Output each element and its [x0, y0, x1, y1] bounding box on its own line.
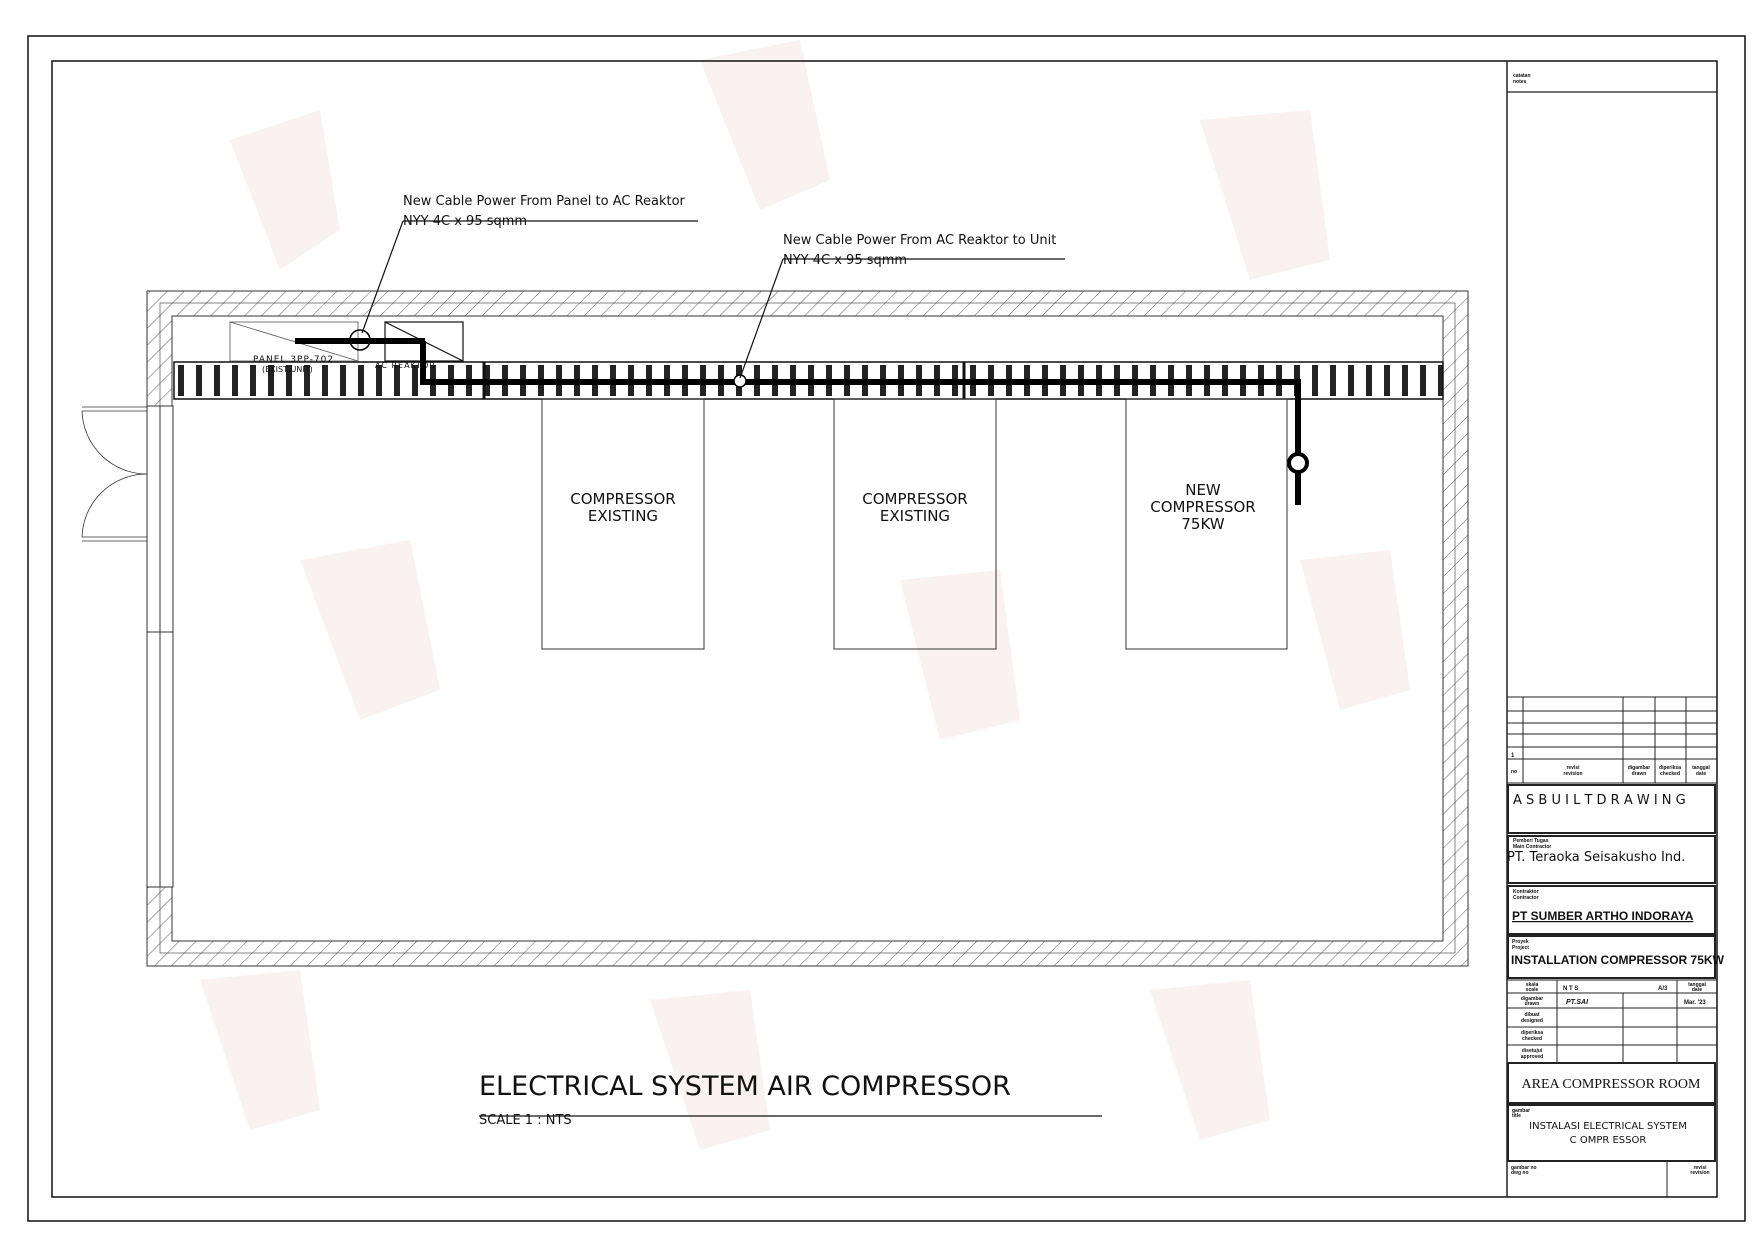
- svg-text:revision: revision: [1563, 771, 1582, 777]
- svg-text:Pemberi Tugas: Pemberi Tugas: [1513, 838, 1549, 844]
- svg-text:no: no: [1511, 769, 1517, 775]
- svg-text:PT.SAI: PT.SAI: [1566, 999, 1589, 1006]
- svg-text:Main Contractor: Main Contractor: [1513, 844, 1551, 850]
- svg-text:skala: skala: [1526, 982, 1539, 988]
- watermark: [200, 40, 1410, 1150]
- svg-text:dibuat: dibuat: [1525, 1012, 1540, 1018]
- svg-text:gambar no: gambar no: [1511, 1165, 1537, 1171]
- svg-text:COMPRESSOR: COMPRESSOR: [570, 490, 675, 508]
- svg-text:revision: revision: [1690, 1170, 1709, 1176]
- svg-text:Kontraktor: Kontraktor: [1513, 889, 1539, 895]
- svg-text:tanggal: tanggal: [1688, 982, 1706, 988]
- callout-panel-to-reactor: New Cable Power From Panel to AC Reaktor…: [361, 194, 698, 334]
- svg-text:diperiksa: diperiksa: [1659, 765, 1681, 771]
- door: [81, 406, 148, 542]
- svg-text:dwg no: dwg no: [1511, 1170, 1529, 1176]
- svg-text:scale: scale: [1526, 987, 1539, 993]
- contractor-name: PT SUMBER ARTHO INDORAYA: [1512, 909, 1694, 923]
- svg-text:Project: Project: [1512, 945, 1529, 951]
- svg-text:drawn: drawn: [1632, 771, 1647, 777]
- svg-text:PANEL 3PP-702: PANEL 3PP-702: [253, 355, 334, 365]
- area-name: AREA COMPRESSOR ROOM: [1522, 1077, 1701, 1092]
- svg-text:date: date: [1692, 987, 1703, 993]
- svg-text:catatan: catatan: [1513, 73, 1531, 79]
- compressor-2: COMPRESSOR EXISTING: [833, 398, 997, 650]
- compressor-new-75kw: NEW COMPRESSOR 75KW: [1125, 398, 1288, 650]
- svg-text:Contractor: Contractor: [1513, 895, 1539, 901]
- svg-text:digambar: digambar: [1628, 765, 1651, 771]
- svg-text:1: 1: [1511, 753, 1515, 759]
- drawing-title: ELECTRICAL SYSTEM AIR COMPRESSOR: [479, 1071, 1011, 1102]
- drawing-name: INSTALASI ELECTRICAL SYSTEM: [1529, 1121, 1687, 1132]
- svg-text:revisi: revisi: [1693, 1165, 1707, 1171]
- svg-text:tanggal: tanggal: [1692, 765, 1710, 771]
- svg-text:designed: designed: [1521, 1018, 1543, 1024]
- svg-text:revisi: revisi: [1566, 765, 1580, 771]
- svg-text:approved: approved: [1521, 1054, 1544, 1060]
- svg-text:checked: checked: [1522, 1036, 1542, 1042]
- drawing-status: A S B U I L T D R A W I N G: [1513, 793, 1686, 808]
- svg-text:drawn: drawn: [1525, 1001, 1540, 1007]
- svg-text:EXISTING: EXISTING: [880, 507, 950, 525]
- svg-text:N T S: N T S: [1563, 986, 1578, 992]
- svg-text:notes: notes: [1513, 79, 1527, 85]
- outer-border: [27, 35, 1746, 1222]
- svg-text:(EXIST UNIT): (EXIST UNIT): [262, 365, 313, 374]
- svg-text:A/3: A/3: [1658, 986, 1668, 992]
- svg-text:COMPRESSOR: COMPRESSOR: [1150, 498, 1255, 516]
- svg-text:New Cable Power From Panel to: New Cable Power From Panel to AC Reaktor: [403, 194, 686, 209]
- svg-text:NEW: NEW: [1185, 481, 1221, 499]
- callout-reactor-to-unit: New Cable Power From AC Reaktor to Unit …: [739, 233, 1065, 379]
- svg-text:AC REAKTOR: AC REAKTOR: [375, 361, 436, 370]
- compressor-1: COMPRESSOR EXISTING: [541, 398, 705, 650]
- svg-text:75KW: 75KW: [1181, 515, 1224, 533]
- drawing-scale: SCALE 1 : NTS: [479, 1113, 572, 1128]
- svg-text:New Cable Power From AC Reakto: New Cable Power From AC Reaktor to Unit: [783, 233, 1056, 248]
- svg-text:diperiksa: diperiksa: [1521, 1030, 1543, 1036]
- svg-text:checked: checked: [1660, 771, 1680, 777]
- project-name: INSTALLATION COMPRESSOR 75KW: [1511, 953, 1725, 967]
- svg-text:NYY 4C x 95 sqmm: NYY 4C x 95 sqmm: [783, 253, 907, 268]
- power-cable: [295, 329, 1309, 505]
- svg-text:Mar. '23: Mar. '23: [1684, 1000, 1706, 1006]
- svg-text:EXISTING: EXISTING: [588, 507, 658, 525]
- svg-text:date: date: [1696, 771, 1707, 777]
- svg-text:C OMPR ESSOR: C OMPR ESSOR: [1570, 1135, 1647, 1146]
- svg-text:title: title: [1512, 1113, 1521, 1119]
- svg-text:COMPRESSOR: COMPRESSOR: [862, 490, 967, 508]
- svg-text:digambar: digambar: [1521, 996, 1544, 1002]
- inner-border: [51, 60, 1718, 1198]
- title-block: [1506, 61, 1717, 1197]
- svg-text:gambar: gambar: [1512, 1108, 1530, 1114]
- svg-text:Proyek: Proyek: [1512, 939, 1529, 945]
- room-walls: [146, 290, 1469, 967]
- owner-name: PT. Teraoka Seisakusho Ind.: [1507, 850, 1685, 865]
- svg-text:disetujui: disetujui: [1522, 1048, 1543, 1054]
- title-block-text: catatan notes 1 no revisi revision digam…: [1507, 73, 1725, 1176]
